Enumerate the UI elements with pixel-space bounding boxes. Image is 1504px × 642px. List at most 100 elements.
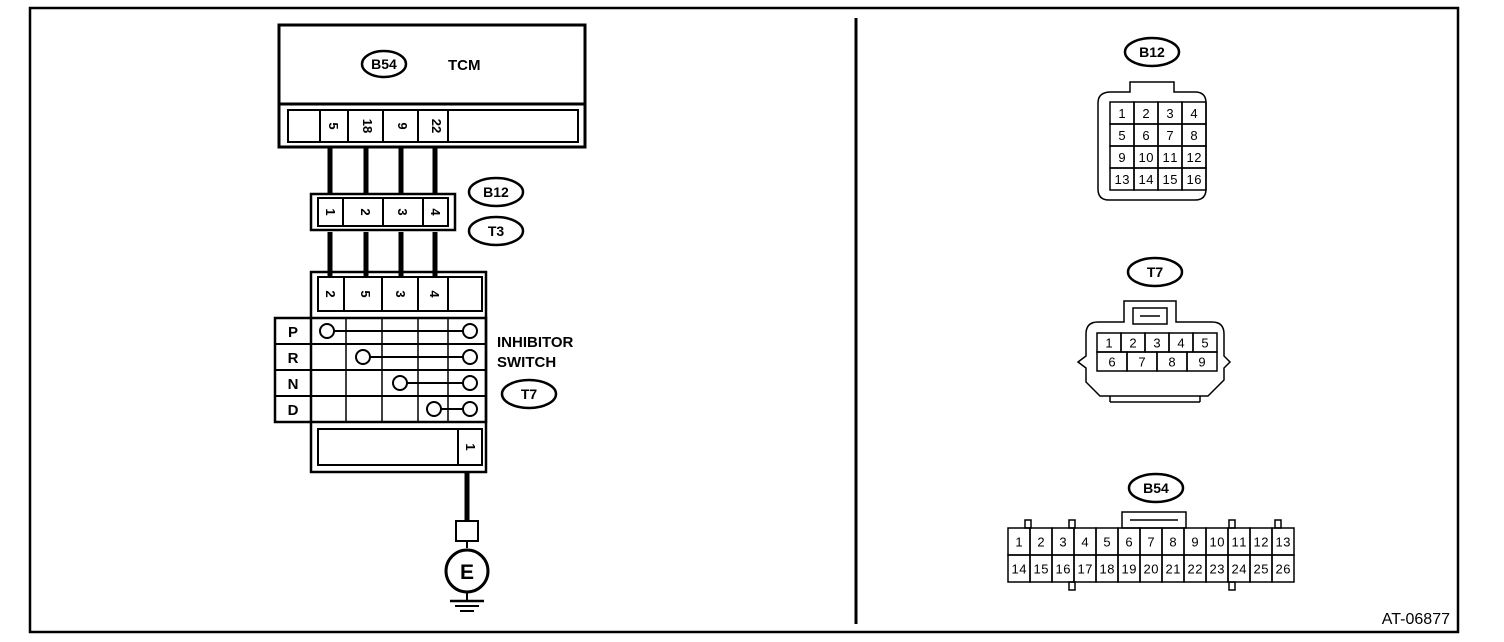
- t7-view-pin: 9: [1198, 355, 1205, 370]
- b54-view-pin: 14: [1012, 562, 1027, 577]
- inhibitor-label-line2: SWITCH: [497, 354, 556, 371]
- b12-view-pin-cell: [1181, 167, 1207, 191]
- tcm-connector-label: B54: [371, 56, 397, 72]
- tcm-pin: 18: [360, 119, 375, 133]
- inhibitor-switch: 2 5 3 4 P R N D: [273, 270, 574, 474]
- tcm-pin: 9: [395, 122, 410, 129]
- b12-view-pin: 3: [1166, 106, 1173, 121]
- position-n: N: [288, 376, 299, 393]
- t7-view-pin: 7: [1138, 355, 1145, 370]
- b12-view-pin: 12: [1187, 150, 1202, 165]
- t7-view-label: T7: [1147, 264, 1164, 280]
- b54-latch: [1068, 519, 1076, 529]
- t7-pin-grid: 1 2 3 4 5 6 7 8 9: [1096, 332, 1218, 372]
- inhibitor-label-line1: INHIBITOR: [497, 334, 574, 351]
- tcm-to-b12-wires: [327, 147, 438, 194]
- b54-view-pin: 8: [1169, 535, 1176, 550]
- ground-circuit: E: [444, 472, 490, 612]
- t7-view-pin-cell: [1186, 351, 1218, 372]
- b54-view-pin: 9: [1191, 535, 1198, 550]
- b54-view-pin: 5: [1103, 535, 1110, 550]
- t7-view-pin: 3: [1153, 336, 1160, 351]
- b12-label: B12: [483, 184, 509, 200]
- b12-view-pin: 8: [1190, 128, 1197, 143]
- b54-view-pin: 13: [1276, 535, 1291, 550]
- b12-view-pin: 2: [1142, 106, 1149, 121]
- tcm-pin: 5: [326, 122, 341, 129]
- b54-latch: [1024, 519, 1032, 529]
- t7-view-pin: 6: [1108, 355, 1115, 370]
- t7-view-pin: 5: [1201, 336, 1208, 351]
- t7-view-pin: 8: [1168, 355, 1175, 370]
- t3-to-switch-wires: [327, 232, 438, 276]
- b54-view-pin: 21: [1166, 562, 1181, 577]
- t7-ground-pin: 1: [463, 443, 478, 450]
- b54-view-pin: 7: [1147, 535, 1154, 550]
- ground-label: E: [460, 561, 474, 584]
- b12-view-label: B12: [1139, 44, 1165, 60]
- b54-view-pin: 18: [1100, 562, 1115, 577]
- b12-view-pin: 9: [1118, 150, 1125, 165]
- b54-view-pin: 19: [1122, 562, 1137, 577]
- b12-view-pin: 6: [1142, 128, 1149, 143]
- t3-oval: [467, 215, 525, 247]
- t7-top-pin: 4: [427, 290, 442, 298]
- b54-view-pin: 2: [1037, 535, 1044, 550]
- b54-view-pin: 17: [1078, 562, 1093, 577]
- b54-view-pin: 25: [1254, 562, 1269, 577]
- outer-frame: [28, 6, 1460, 634]
- b12-view-pin: 14: [1139, 172, 1154, 187]
- figure-id: AT-06877: [1382, 611, 1450, 628]
- switch-contacts: [319, 323, 478, 417]
- b54-view-pin: 26: [1276, 562, 1291, 577]
- t7-oval: [500, 378, 558, 410]
- t7-view-pin: 4: [1177, 336, 1184, 351]
- b54-latch: [1068, 581, 1076, 591]
- b54-view-pin: 1: [1015, 535, 1022, 550]
- b54-view-pin: 20: [1144, 562, 1159, 577]
- b12-pin: 4: [428, 208, 443, 216]
- wiring-schematic: B54 TCM 5 18 9 22 1 2: [273, 23, 587, 612]
- b54-view-pin: 22: [1188, 562, 1203, 577]
- b12-oval: [467, 176, 525, 208]
- b54-view-pin: 3: [1059, 535, 1066, 550]
- position-r: R: [288, 350, 299, 367]
- b12-pin: 1: [323, 208, 338, 215]
- b54-view-pin: 11: [1232, 535, 1247, 550]
- b12-view-pin: 7: [1166, 128, 1173, 143]
- position-p: P: [288, 324, 298, 341]
- b12-view-pin: 10: [1139, 150, 1154, 165]
- b54-view-pin: 23: [1210, 562, 1225, 577]
- t7-view-pin: 1: [1105, 336, 1112, 351]
- b54-view-pin: 24: [1232, 562, 1247, 577]
- b12-pin: 3: [395, 208, 410, 215]
- b54-view-pin: 4: [1081, 535, 1088, 550]
- tcm-label: TCM: [448, 57, 481, 74]
- t7-connector-view: T7 1 2 3 4 5 6 7 8 9: [1076, 256, 1232, 403]
- b12-pin: 2: [358, 208, 373, 215]
- b54-latch: [1228, 581, 1236, 591]
- b12-view-pin: 5: [1118, 128, 1125, 143]
- b54-view-pin: 16: [1056, 562, 1071, 577]
- b54-view-pin: 6: [1125, 535, 1132, 550]
- tcm-module: B54 TCM 5 18 9 22: [277, 23, 587, 149]
- b54-view-pin: 12: [1254, 535, 1269, 550]
- t7-view-pin: 2: [1129, 336, 1136, 351]
- t7-top-pin: 3: [393, 290, 408, 297]
- b12-view-pin: 16: [1187, 172, 1202, 187]
- tcm-pin: 22: [429, 119, 444, 133]
- b54-view-pin-cell: [1271, 554, 1295, 583]
- b54-view-pin: 10: [1210, 535, 1225, 550]
- b12-view-pin: 15: [1163, 172, 1178, 187]
- t7-top-pin: 2: [323, 290, 338, 297]
- b12-view-pin: 4: [1190, 106, 1197, 121]
- b12-view-pin: 13: [1115, 172, 1130, 187]
- b54-view-label: B54: [1143, 480, 1169, 496]
- b54-latch: [1274, 519, 1282, 529]
- b12-view-pin: 1: [1118, 106, 1125, 121]
